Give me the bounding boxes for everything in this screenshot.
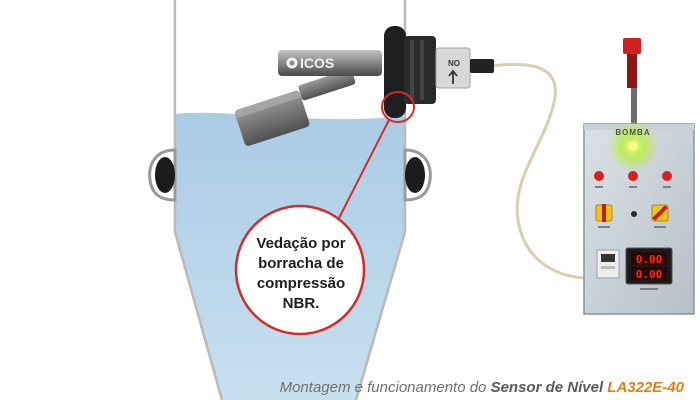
brand-label: ICOS	[300, 55, 334, 71]
figure-caption: Montagem e funcionamento do Sensor de Ní…	[280, 379, 684, 396]
float-body	[234, 90, 310, 146]
alarm-lamp-3	[662, 171, 672, 181]
circuit-breaker	[596, 249, 620, 279]
sensor-body	[278, 50, 382, 76]
cable-gland	[470, 59, 494, 73]
meter-reading-2: 0.00	[636, 268, 663, 281]
float-arm	[298, 69, 356, 101]
pump-label: BOMBA	[615, 128, 650, 137]
icos-logo: ICOS	[286, 55, 334, 71]
callout-line-4: NBR.	[282, 295, 320, 312]
small-indicator	[631, 211, 637, 217]
selector-switch-left[interactable]	[595, 204, 613, 222]
caption-sensor-label: Sensor de Nível	[490, 379, 608, 396]
selector-switch-right[interactable]	[651, 204, 669, 222]
seal-callout	[234, 91, 415, 336]
meter-reading-1: 0.00	[636, 253, 663, 266]
callout-leader-line	[336, 119, 390, 223]
alarm-lamp-1	[594, 171, 604, 181]
tower-top-lamp	[623, 38, 641, 54]
signal-tower	[623, 38, 641, 128]
caption-prefix: Montagem e funcionamento do	[279, 379, 491, 396]
digital-meter: 0.00 0.00	[625, 247, 673, 290]
tank-wall-left	[173, 0, 224, 400]
callout-line-1: Vedação por	[256, 235, 346, 252]
arrow-up-icon	[448, 69, 458, 84]
callout-line-3: compressão	[256, 275, 346, 292]
caption-model: LA322E-40	[607, 379, 684, 396]
pump-lamp	[628, 141, 638, 151]
connection-label: NO	[448, 59, 460, 68]
callout-bubble	[234, 204, 366, 336]
rubber-seal	[384, 26, 406, 118]
control-panel: BOMBA 0.00 0.	[583, 120, 695, 315]
sensor-cable	[490, 62, 587, 280]
float-level-sensor: ICOS NO	[234, 26, 494, 146]
callout-line-2: borracha de	[258, 255, 344, 272]
callout-focus-ring	[381, 91, 415, 123]
tank-handle-left	[148, 148, 177, 202]
tank-handle-right	[403, 148, 432, 202]
callout-text: Vedação por borracha de compressão NBR.	[238, 234, 364, 314]
alarm-lamp-2	[628, 171, 638, 181]
